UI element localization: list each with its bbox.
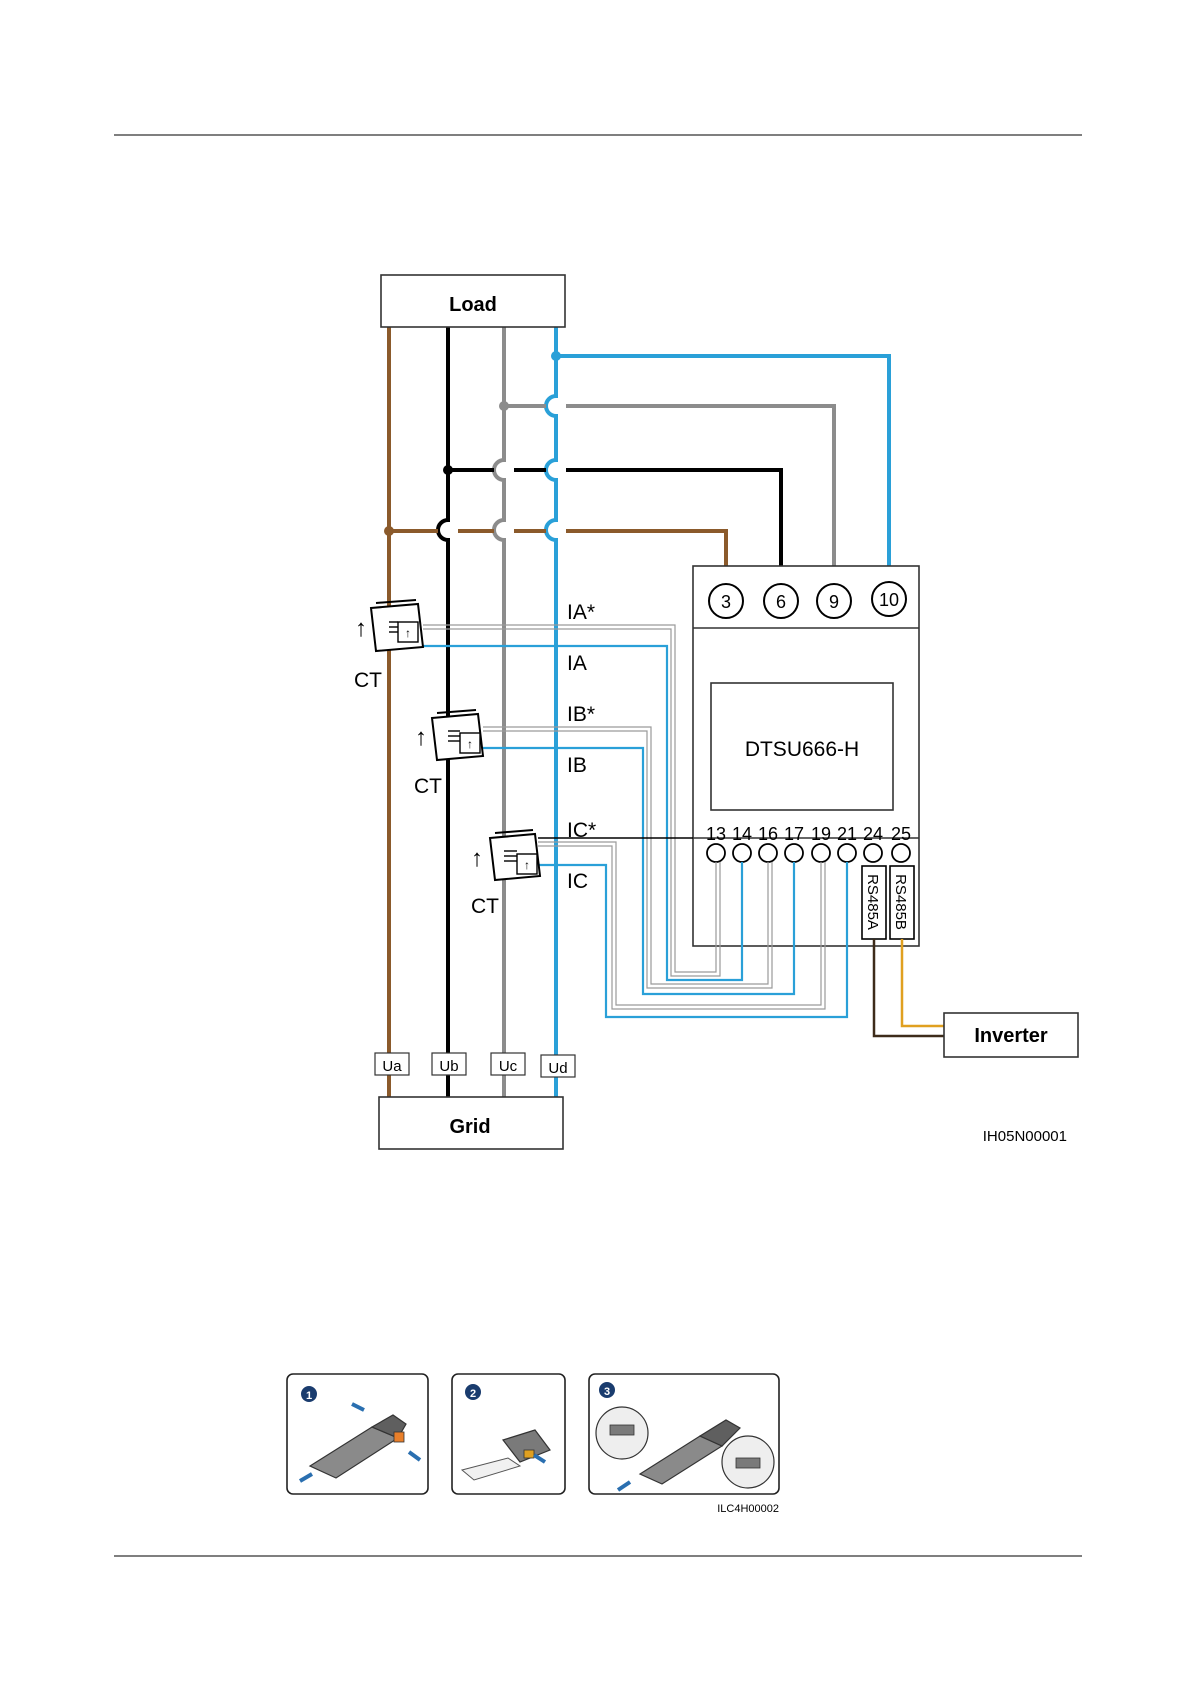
terminal-ub: Ub <box>439 1058 458 1075</box>
terminal-ud: Ud <box>548 1060 567 1077</box>
tap-phase-c <box>499 401 834 585</box>
label-ic-star: IC* <box>567 819 596 842</box>
ct-b-label: CT <box>414 775 442 798</box>
voltage-input-6: 6 <box>776 592 786 612</box>
current-input-13: 13 <box>706 824 726 844</box>
svg-text:↑: ↑ <box>524 858 530 872</box>
inverter-label: Inverter <box>974 1025 1048 1047</box>
svg-text:↑: ↑ <box>467 737 473 751</box>
ct-a-flow-arrow: ↑ <box>355 615 367 642</box>
step-3-number: 3 <box>604 1386 610 1398</box>
load-box: Load <box>381 275 565 327</box>
inverter-box: Inverter <box>944 1013 1078 1057</box>
neutral-bus <box>546 325 556 1097</box>
current-input-14: 14 <box>732 824 752 844</box>
label-ia-star: IA* <box>567 601 595 624</box>
ct-c-flow-arrow: ↑ <box>471 845 483 872</box>
rs485a-label: RS485A <box>864 874 881 930</box>
label-ib: IB <box>567 754 587 777</box>
step-1-number: 1 <box>306 1390 312 1402</box>
load-label: Load <box>449 294 497 316</box>
rs485b-label: RS485B <box>892 874 909 930</box>
label-ic: IC <box>567 870 588 893</box>
label-ia: IA <box>567 652 587 675</box>
label-ib-star: IB* <box>567 703 595 726</box>
svg-text:↑: ↑ <box>405 626 411 640</box>
step-2-panel: 2 <box>452 1374 565 1494</box>
terminal-ua: Ua <box>382 1058 402 1075</box>
current-input-17: 17 <box>784 824 804 844</box>
ct-b-flow-arrow: ↑ <box>415 724 427 751</box>
voltage-input-3: 3 <box>721 592 731 612</box>
grid-label: Grid <box>449 1116 490 1138</box>
assembly-steps-figure: 1 2 3 <box>287 1374 779 1515</box>
step-1-panel: 1 <box>287 1374 428 1494</box>
grid-box: Grid <box>379 1097 563 1149</box>
steps-figure-code: ILC4H00002 <box>717 1503 779 1515</box>
voltage-terminal-labels: Ua Ub Uc Ud <box>375 1053 575 1077</box>
step-3-panel: 3 <box>589 1374 779 1494</box>
rs485-wiring <box>874 939 944 1036</box>
phase-c-bus <box>494 325 504 1097</box>
meter-model: DTSU666-H <box>745 738 859 761</box>
phase-b-bus <box>438 325 448 1097</box>
figure-code: IH05N00001 <box>983 1128 1067 1145</box>
ct-c-label: CT <box>471 895 499 918</box>
terminal-uc: Uc <box>499 1058 518 1075</box>
voltage-input-10: 10 <box>879 590 899 610</box>
current-input-19: 19 <box>811 824 831 844</box>
voltage-input-9: 9 <box>829 592 839 612</box>
current-input-24: 24 <box>863 824 883 844</box>
ct-a-label: CT <box>354 669 382 692</box>
current-input-25: 25 <box>891 824 911 844</box>
current-input-21: 21 <box>837 824 857 844</box>
step-2-number: 2 <box>470 1388 476 1400</box>
current-input-16: 16 <box>758 824 778 844</box>
